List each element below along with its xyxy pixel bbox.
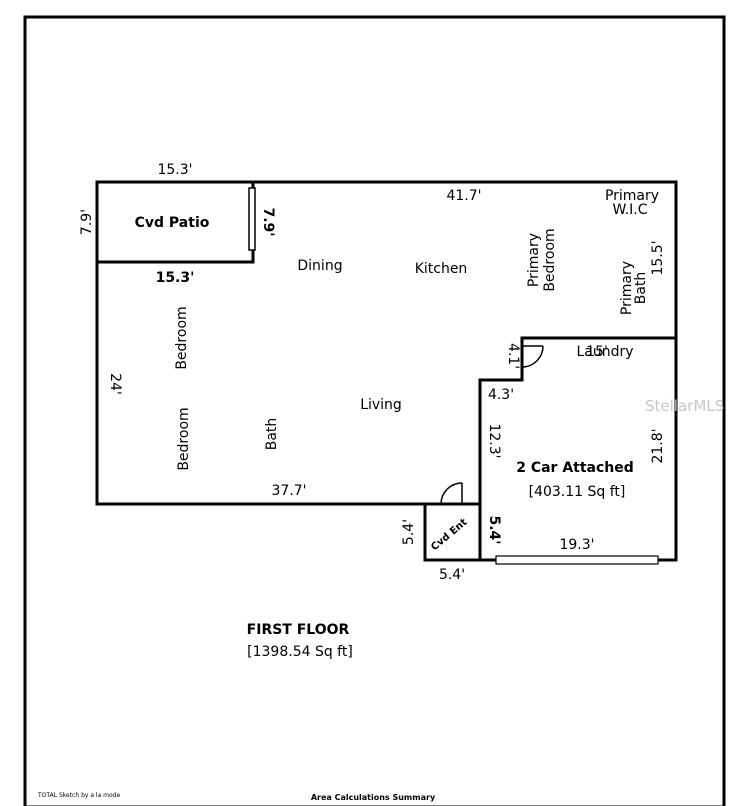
room-label-laundry: Laundry <box>576 344 633 360</box>
dim-laundry-overlap: 15' <box>586 344 608 360</box>
patio-door <box>248 187 256 251</box>
room-label-garage: 2 Car Attached <box>516 460 634 476</box>
dim-patio-top: 15.3' <box>157 162 192 178</box>
dim-ent-left: 5.4' <box>401 519 417 545</box>
watermark: StellarMLS <box>645 397 724 415</box>
dim-step-vertical: 4.1' <box>505 343 521 369</box>
room-label-primary-wic-2: W.I.C <box>612 202 647 218</box>
dim-ent-right: 5.4' <box>486 515 502 544</box>
floor-name: FIRST FLOOR <box>247 622 350 638</box>
room-label-primary-wic-1: Primary <box>605 188 659 204</box>
room-label-bedroom-upper: Bedroom <box>174 306 190 369</box>
dim-ent-bottom: 5.4' <box>439 567 465 583</box>
room-label-primary-bedroom-2: Bedroom <box>542 228 558 291</box>
room-label-primary-bath-1: Primary <box>619 261 635 315</box>
room-label-cvd-ent: Cvd Ent <box>429 517 469 553</box>
dim-garage-right: 21.8' <box>650 428 666 463</box>
room-label-cvd-patio: Cvd Patio <box>135 215 210 231</box>
footer-credit: TOTAL Sketch by a la mode <box>37 792 120 799</box>
dim-patio-bottom: 15.3' <box>156 270 195 286</box>
dim-step-horizontal: 4.3' <box>488 387 514 403</box>
house-outline <box>95 180 678 506</box>
dim-garage-left: 12.3' <box>486 423 502 458</box>
laundry-door-swing <box>521 345 544 368</box>
dim-patio-right: 7.9' <box>260 207 276 236</box>
room-label-kitchen: Kitchen <box>415 261 468 277</box>
room-label-primary-bedroom-1: Primary <box>526 233 542 287</box>
garage-outline <box>478 338 678 562</box>
dim-garage-bottom: 19.3' <box>559 537 594 553</box>
garage-door <box>495 555 659 565</box>
dim-left-wall: 24' <box>107 373 123 395</box>
room-label-primary-bath-2: Bath <box>633 272 649 305</box>
garage-area: [403.11 Sq ft] <box>529 484 626 500</box>
entry-door-swing <box>440 482 463 505</box>
dim-patio-left: 7.9' <box>79 209 95 235</box>
footer-summary: Area Calculations Summary <box>311 793 436 802</box>
room-label-bedroom-lower: Bedroom <box>176 407 192 470</box>
room-label-bath: Bath <box>264 418 280 451</box>
dim-right-upper: 15.5' <box>650 240 666 275</box>
room-label-living: Living <box>360 397 402 413</box>
cvd-ent-outline <box>423 502 482 562</box>
page-border <box>23 15 726 806</box>
floor-area: [1398.54 Sq ft] <box>247 644 353 660</box>
room-label-dining: Dining <box>297 258 342 274</box>
dim-top-wall: 41.7' <box>446 188 481 204</box>
dim-bottom-wall: 37.7' <box>271 483 306 499</box>
